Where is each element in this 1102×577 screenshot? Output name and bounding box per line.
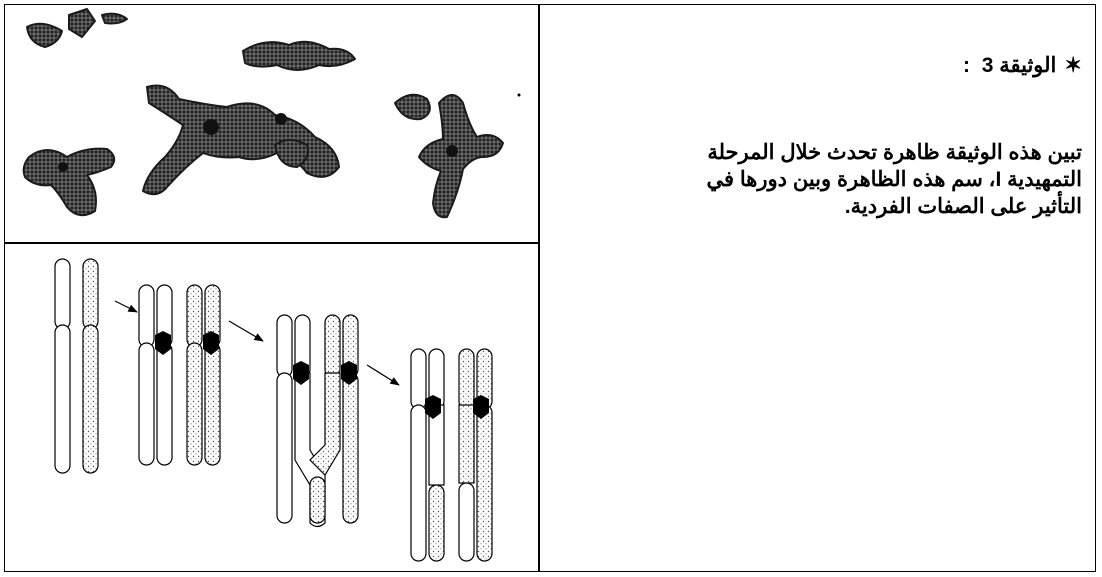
crossing-over-diagram xyxy=(7,245,537,570)
chromosome-micrograph xyxy=(7,7,537,240)
heading-title: الوثيقة 3 xyxy=(982,54,1057,77)
document-heading: ✶ الوثيقة 3 : xyxy=(963,53,1082,78)
horizontal-divider xyxy=(5,242,539,244)
vertical-divider xyxy=(538,5,540,571)
document-frame: ✶ الوثيقة 3 : تبين هذه الوثيقة ظاهرة تحدث… xyxy=(4,4,1096,572)
text-panel: ✶ الوثيقة 3 : تبين هذه الوثيقة ظاهرة تحدث… xyxy=(545,5,1090,571)
heading-separator: : xyxy=(963,54,970,77)
question-text: تبين هذه الوثيقة ظاهرة تحدث خلال المرحلة… xyxy=(682,139,1082,220)
star-icon: ✶ xyxy=(1064,54,1082,77)
